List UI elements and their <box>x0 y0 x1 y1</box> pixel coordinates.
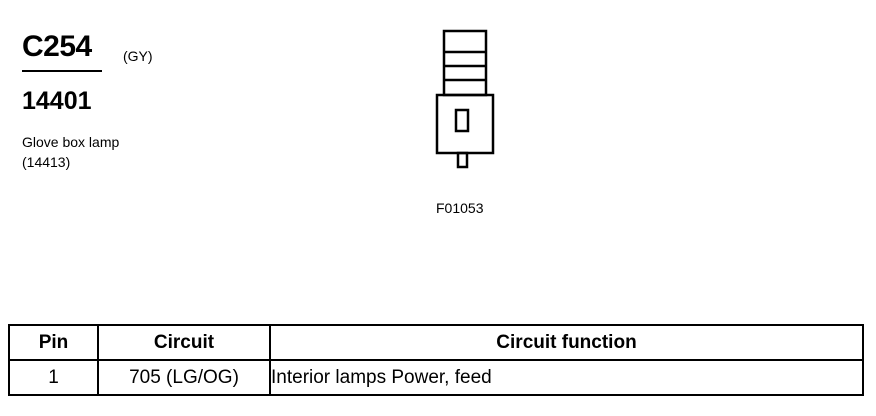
circuit-column-header: Circuit <box>97 324 271 361</box>
component-name: Glove box lamp <box>22 134 120 150</box>
circuit-cell: 705 (LG/OG) <box>97 359 271 396</box>
pin-table: Pin Circuit Circuit function 1 705 (LG/O… <box>8 324 864 396</box>
connector-tab <box>456 151 469 169</box>
component-part-number: (14413) <box>22 154 71 170</box>
connector-housing <box>435 29 495 169</box>
pin-cell: 1 <box>8 359 99 396</box>
figure-code: F01053 <box>436 200 484 216</box>
pin-table-header-row: Pin Circuit Circuit function <box>8 324 864 361</box>
circuit-function-cell: Interior lamps Power, feed <box>269 359 864 396</box>
connector-body-upper <box>442 29 488 97</box>
circuit-function-column-header: Circuit function <box>269 324 864 361</box>
part-number: 14401 <box>22 87 92 115</box>
pin-column-header: Pin <box>8 324 99 361</box>
connector-id: C254 <box>22 30 92 63</box>
table-row: 1 705 (LG/OG) Interior lamps Power, feed <box>8 359 864 396</box>
connector-id-underline <box>22 70 102 72</box>
connector-drawing <box>435 29 495 169</box>
connector-color: (GY) <box>123 48 153 64</box>
connector-body-lower <box>435 93 495 155</box>
connector-pin-cavity <box>454 108 470 133</box>
